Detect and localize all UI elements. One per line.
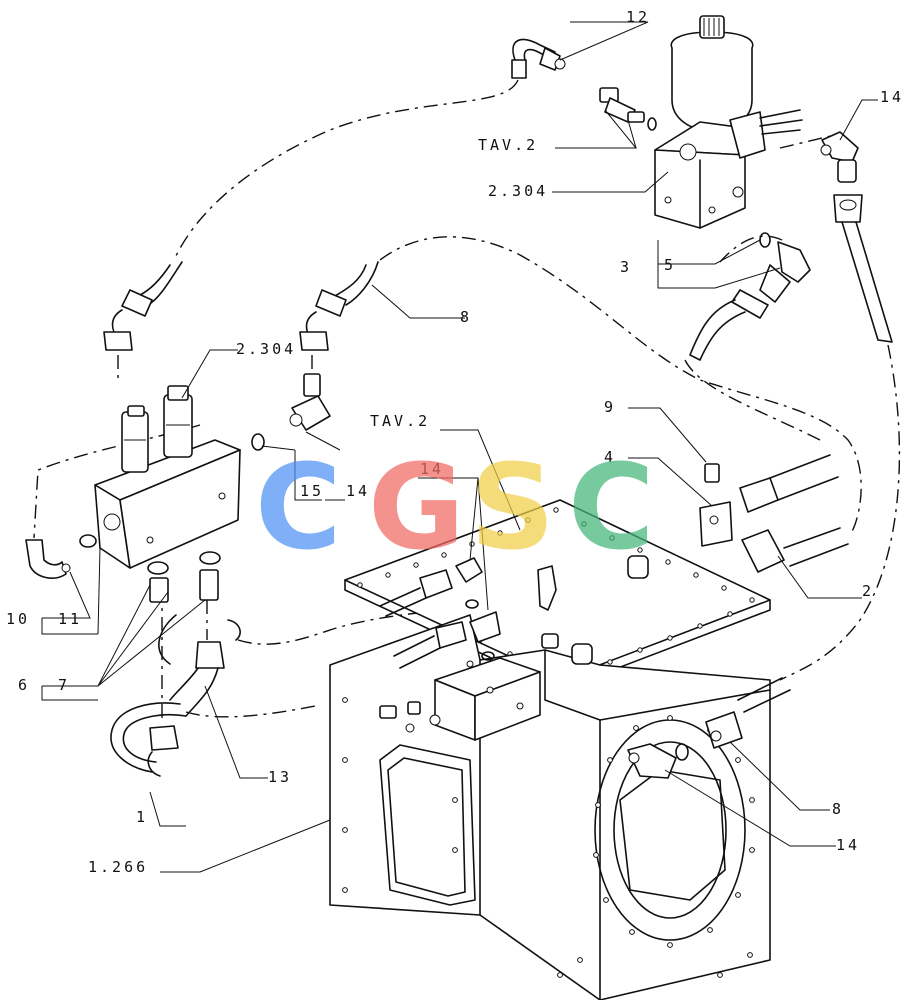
callout-tav2-mid: TAV.2 — [370, 412, 430, 430]
fitting-cluster-6-7 — [147, 551, 241, 717]
callout-1266: 1.266 — [88, 858, 148, 876]
callout-3: 3 — [620, 258, 632, 276]
hose-1 — [110, 702, 187, 777]
callout-2304-left: 2.304 — [236, 340, 296, 358]
callout-14-mid: 14 — [420, 460, 444, 478]
callout-2304-top: 2.304 — [488, 182, 548, 200]
callout-5: 5 — [664, 256, 676, 274]
callout-4: 4 — [604, 448, 616, 466]
watermark-letter-s: S — [470, 438, 555, 576]
callout-6: 6 — [18, 676, 30, 694]
tee-fitting-4 — [699, 454, 849, 573]
callout-labels: 12 TAV.2 2.304 14 3 5 8 2.304 TAV.2 14 1… — [6, 8, 904, 876]
elbow-fitting-14-top — [820, 131, 893, 343]
callout-12: 12 — [626, 8, 650, 26]
hose-8-bottom — [705, 677, 791, 749]
tee-fitting-top — [599, 87, 657, 131]
callout-8-bottom: 8 — [832, 800, 844, 818]
callout-13: 13 — [268, 768, 292, 786]
housing-bolt-holes — [342, 697, 755, 978]
valve-block-left — [94, 385, 241, 569]
watermark-letter-g: G — [368, 438, 465, 576]
leader-lines — [41, 21, 878, 873]
callout-11: 11 — [58, 610, 82, 628]
elbow-fitting-10 — [25, 534, 97, 579]
callout-14-top: 14 — [880, 88, 904, 106]
elbow-fitting-3 — [689, 232, 811, 361]
transmission-housing — [329, 499, 771, 1000]
accumulator-valve-assembly — [654, 15, 803, 229]
callout-tav2-top: TAV.2 — [478, 136, 538, 154]
callout-2: 2 — [862, 582, 874, 600]
watermark-letter-c2: C — [568, 438, 655, 576]
callout-15: 15 — [300, 482, 324, 500]
hose-left-upper — [103, 261, 183, 351]
elbow-fitting-12 — [511, 38, 566, 79]
callout-14-bottom: 14 — [836, 836, 860, 854]
callout-1: 1 — [136, 808, 148, 826]
plate-bolt-holes — [357, 507, 755, 677]
watermark-letter-c1: C — [255, 438, 342, 576]
callout-14-left: 14 — [346, 482, 370, 500]
callout-10: 10 — [6, 610, 30, 628]
hose-8-upper — [251, 261, 379, 451]
callout-9: 9 — [604, 398, 616, 416]
elbow-fitting-14-bottom — [627, 743, 689, 779]
cgsc-watermark: C G S C — [255, 438, 655, 576]
callout-8-top: 8 — [460, 308, 472, 326]
callout-7: 7 — [58, 676, 70, 694]
